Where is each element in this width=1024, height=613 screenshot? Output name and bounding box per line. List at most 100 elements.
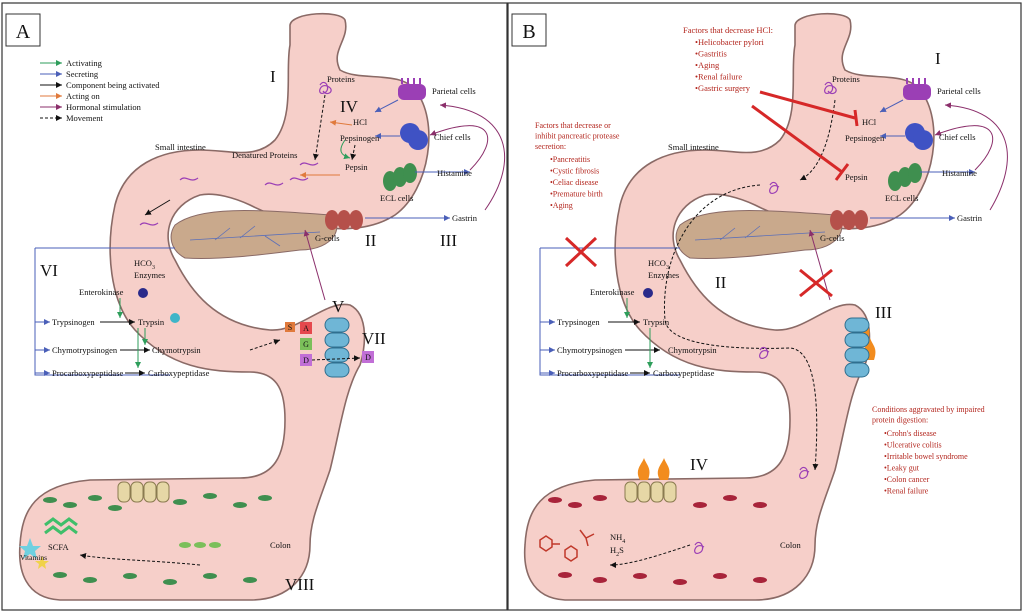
condition-item-5: •Renal failure — [884, 487, 929, 496]
ecl-cells-b — [888, 163, 922, 191]
hcl-factors-box: Factors that decrease HCl: •Helicobacter… — [683, 25, 773, 93]
gastrin-label-b: Gastrin — [957, 213, 983, 223]
hcl-secretion-arrow — [374, 99, 399, 113]
enterokinase-icon-b — [643, 288, 653, 298]
pancreatic-bracket — [34, 248, 170, 376]
roman-vi-a: VI — [40, 261, 58, 280]
parietal-cells-b — [903, 78, 931, 100]
pepsinogen-to-pepsin — [350, 144, 357, 161]
pancreas-factor-4: •Aging — [550, 201, 573, 210]
inhibit-pepsin-bar — [834, 163, 850, 181]
hco3-label-b: HCO3 — [648, 258, 669, 271]
gut-outline-b — [523, 12, 935, 601]
hcl-label-b: HCl — [862, 117, 877, 127]
gut-bacteria-b — [548, 495, 767, 585]
histamine-label-b: Histamine — [942, 168, 977, 178]
scfa-icon — [44, 517, 78, 535]
h2s-label: H2S — [610, 545, 624, 558]
chymotrypsinogen-label-b: Chymotrypsinogen — [557, 345, 623, 355]
pancreas-factors-box: Factors that decrease or inhibit pancreat… — [535, 121, 620, 210]
gastrin-label: Gastrin — [452, 213, 478, 223]
colon-label: Colon — [270, 540, 292, 550]
toxic-metabolite-icons — [539, 529, 595, 562]
chymotrypsin-label-b: Chymotrypsin — [668, 345, 717, 355]
aa-box-a — [300, 322, 312, 334]
chyme-movement-arrow — [144, 199, 171, 216]
aa-g-label: G — [303, 340, 309, 349]
gut-bacteria — [43, 493, 272, 585]
chymotrypsin-label: Chymotrypsin — [152, 345, 201, 355]
inhibit-hcl-bar — [853, 109, 859, 127]
hcl-factor-0: •Helicobacter pylori — [695, 37, 764, 47]
pancreatic-bracket-b — [539, 247, 680, 376]
small-intestine-label-b: Small intestine — [668, 142, 719, 152]
trypsinogen-label: Trypsinogen — [52, 317, 95, 327]
scfa-label: SCFA — [48, 542, 69, 552]
panel-a: S A G D D Activating Secreting Component… — [18, 12, 506, 601]
peptide-move-arrow — [249, 339, 281, 351]
absorption-arrow — [311, 355, 361, 362]
panel-a-label: A — [16, 21, 31, 43]
ecl-cells-a — [383, 163, 417, 191]
panel-b-frame — [507, 2, 1022, 611]
inhibit-hcl-line — [759, 90, 856, 120]
ecl-cells-label: ECL cells — [380, 193, 413, 203]
procarboxypeptidase-label: Procarboxypeptidase — [52, 368, 124, 378]
g-cells-a — [325, 210, 363, 230]
roman-i-a: I — [270, 67, 276, 86]
hormonal-pancreas-arrow — [303, 229, 326, 301]
panel-a-label-box — [5, 13, 41, 47]
conditions-box: Conditions aggravated by impairedprotein… — [872, 405, 985, 496]
parietal-cells-label: Parietal cells — [432, 86, 476, 96]
gastrin-hormonal-arrow-b — [944, 102, 1008, 211]
roman-iii-b: III — [875, 303, 892, 322]
pancreas-factor-3: •Premature birth — [550, 190, 603, 199]
pancreas-title-line-0: Factors that decrease or — [535, 121, 611, 130]
g-cells-label-b: G-cells — [820, 233, 845, 243]
roman-iv-a: IV — [340, 97, 359, 116]
condition-item-3: •Leaky gut — [884, 464, 920, 473]
roman-iii-a: III — [440, 231, 457, 250]
parietal-cells-label-b: Parietal cells — [937, 86, 981, 96]
colon-scfa-arrow — [79, 553, 201, 566]
denatured-proteins-label: Denatured Proteins — [232, 150, 297, 160]
trypsin-label-b: Trypsin — [643, 317, 670, 327]
colon-putrefaction-arrow — [609, 544, 691, 568]
hcl-factor-3: •Renal failure — [695, 72, 742, 82]
procarboxypeptidase-label-b: Procarboxypeptidase — [557, 368, 629, 378]
enzymes-label: Enzymes — [134, 270, 165, 280]
blocked-hormone-x-icon — [799, 268, 833, 298]
hcl-secretion-arrow-b — [879, 99, 904, 113]
condition-item-0: •Crohn's disease — [884, 429, 937, 438]
hcl-factor-4: •Gastric surgery — [695, 83, 751, 93]
aa-box-d-absorbed — [362, 351, 374, 363]
undigested-protein-path — [663, 184, 819, 471]
conditions-title-line-1: protein digestion: — [872, 416, 928, 425]
roman-iv-b: IV — [690, 455, 709, 474]
legend-component: Component being activated — [66, 80, 160, 90]
gastrin-hormonal-arrow — [439, 102, 506, 211]
histamine-hormonal-arrow-b — [934, 125, 993, 171]
pancreas-title-line-1: inhibit pancreatic protease — [535, 132, 620, 141]
pepsin-label: Pepsin — [345, 162, 368, 172]
protein-move-arrow — [312, 94, 326, 161]
condition-item-1: •Ulcerative colitis — [884, 441, 942, 450]
colon-label-b: Colon — [780, 540, 802, 550]
carboxypeptidase-label: Carboxypeptidase — [148, 368, 210, 378]
hcl-factors-title: Factors that decrease HCl: — [683, 25, 773, 35]
colon-villi-b — [624, 481, 677, 503]
protein-squiggles-b — [694, 81, 837, 554]
aa-d-label: D — [303, 356, 309, 365]
vitamins-icon — [19, 538, 49, 569]
roman-i-b: I — [935, 49, 941, 68]
condition-item-4: •Colon cancer — [884, 475, 930, 484]
nh4-label: NH4 — [610, 532, 625, 545]
hcl-acting-arrow — [329, 119, 353, 126]
enterokinase-icon — [138, 288, 148, 298]
histamine-hormonal-arrow — [429, 125, 488, 171]
proteins-label-b: Proteins — [832, 74, 860, 84]
histamine-label: Histamine — [437, 168, 472, 178]
legend-hormonal: Hormonal stimulation — [66, 102, 142, 112]
legend: Activating Secreting Component being act… — [40, 58, 160, 123]
